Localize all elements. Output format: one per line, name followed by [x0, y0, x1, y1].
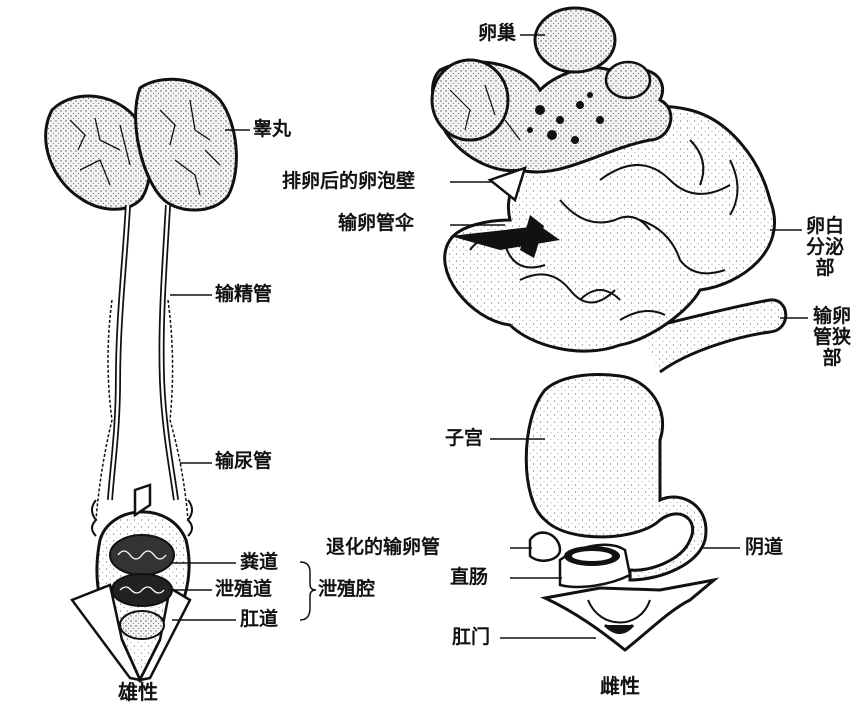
male-drawing — [44, 77, 317, 684]
label-ruptured-follicle: 排卵后的卵泡壁 — [282, 170, 416, 192]
label-testis: 睾丸 — [253, 118, 292, 140]
label-regressed-oviduct: 退化的输卵管 — [326, 536, 441, 558]
label-urodeum: 泄殖道 — [215, 578, 273, 600]
magnum-folds — [469, 139, 739, 321]
female-drawing — [430, 6, 808, 652]
testis-vessels — [69, 99, 221, 196]
label-isthmus: 输卵管狭部 — [812, 305, 851, 369]
label-ovary: 卵巢 — [478, 22, 517, 44]
label-cloaca: 泄殖腔 — [318, 578, 376, 600]
label-uterus: 子宫 — [445, 427, 484, 449]
male-leader-lines — [170, 129, 317, 621]
ovary-follicles — [527, 92, 604, 144]
label-vas-deferens: 输精管 — [215, 283, 273, 305]
caption-male: 雄性 — [118, 680, 158, 704]
female-leader-lines — [450, 34, 808, 639]
left-testis — [44, 94, 152, 211]
label-rectum: 直肠 — [450, 566, 489, 588]
label-ureter: 输尿管 — [215, 450, 273, 472]
caption-female: 雌性 — [600, 674, 640, 698]
label-magnum: 卵白分泌部 — [805, 215, 844, 279]
label-anus: 肛门 — [452, 626, 491, 648]
right-testis — [134, 77, 238, 212]
label-coprodeum: 粪道 — [240, 551, 279, 573]
label-proctodeum: 肛道 — [240, 608, 279, 630]
label-vagina: 阴道 — [745, 536, 784, 558]
label-infundibulum: 输卵管伞 — [338, 212, 415, 234]
